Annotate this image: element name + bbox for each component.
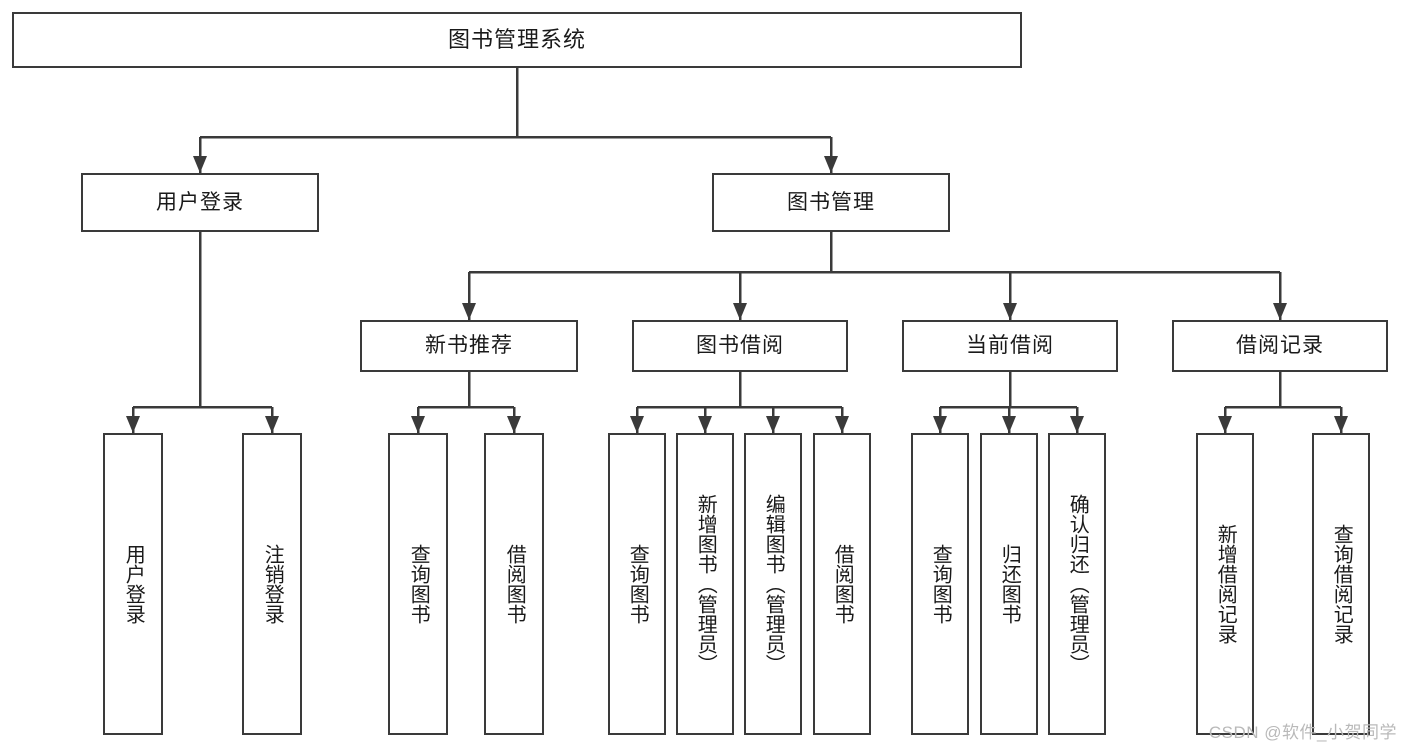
node-book-management[interactable]: 图书管理	[712, 173, 950, 232]
node-recommend-borrow-book[interactable]: 借阅图书	[484, 433, 544, 735]
node-record-add[interactable]: 新增借阅记录	[1196, 433, 1254, 735]
node-label: 借阅记录	[1236, 334, 1324, 358]
l3-1-1-arrow-3	[835, 416, 849, 433]
node-label: 用户登录	[122, 544, 145, 624]
l3-1-2-arrow-0	[933, 416, 947, 433]
l3-1-1-arrow-1	[698, 416, 712, 433]
node-label: 归还图书	[998, 544, 1021, 624]
node-borrow-borrow-book[interactable]: 借阅图书	[813, 433, 871, 735]
node-recommend-query-book[interactable]: 查询图书	[388, 433, 448, 735]
l3-1-3-arrow-0	[1218, 416, 1232, 433]
node-current-borrow[interactable]: 当前借阅	[902, 320, 1118, 372]
node-current-confirm-return[interactable]: 确认归还（管理员）	[1048, 433, 1106, 735]
node-label: 借阅图书	[831, 544, 854, 624]
node-label: 查询图书	[929, 544, 952, 624]
l3-1-1-arrow-0	[630, 416, 644, 433]
node-root[interactable]: 图书管理系统	[12, 12, 1022, 68]
node-user-login-leaf[interactable]: 用户登录	[103, 433, 163, 735]
l3-1-2-arrow-1	[1002, 416, 1016, 433]
root-arrow-1	[824, 156, 838, 173]
l2-1-arrow-0	[462, 303, 476, 320]
node-label: 查询借阅记录	[1330, 524, 1353, 644]
node-borrow-add-book[interactable]: 新增图书（管理员）	[676, 433, 734, 735]
node-label: 借阅图书	[503, 544, 526, 624]
node-label: 注销登录	[261, 544, 284, 624]
node-record-query[interactable]: 查询借阅记录	[1312, 433, 1370, 735]
node-label: 用户登录	[156, 190, 244, 214]
node-label: 当前借阅	[966, 334, 1054, 358]
root-arrow-0	[193, 156, 207, 173]
node-label: 新书推荐	[425, 334, 513, 358]
node-label: 查询图书	[626, 544, 649, 624]
l3-1-0-arrow-1	[507, 416, 521, 433]
node-label: 编辑图书（管理员）	[762, 494, 785, 674]
l3-1-0-arrow-0	[411, 416, 425, 433]
node-label: 新增借阅记录	[1214, 524, 1237, 644]
node-label: 图书管理系统	[447, 26, 586, 52]
l2-1-arrow-2	[1003, 303, 1017, 320]
node-new-book-recommend[interactable]: 新书推荐	[360, 320, 578, 372]
node-borrow-query-book[interactable]: 查询图书	[608, 433, 666, 735]
node-label: 查询图书	[407, 544, 430, 624]
node-user-login[interactable]: 用户登录	[81, 173, 319, 232]
node-label: 图书管理	[787, 190, 875, 214]
l3-1-3-arrow-1	[1334, 416, 1348, 433]
l2-0-arrow-1	[265, 416, 279, 433]
node-label: 新增图书（管理员）	[694, 494, 717, 674]
csdn-watermark: CSDN @软件_小贺同学	[1208, 723, 1397, 742]
node-borrow-record[interactable]: 借阅记录	[1172, 320, 1388, 372]
l2-1-arrow-1	[733, 303, 747, 320]
node-label: 确认归还（管理员）	[1066, 494, 1089, 674]
l3-1-2-arrow-2	[1070, 416, 1084, 433]
node-current-query-book[interactable]: 查询图书	[911, 433, 969, 735]
l2-0-arrow-0	[126, 416, 140, 433]
node-book-borrow[interactable]: 图书借阅	[632, 320, 848, 372]
node-user-logout-leaf[interactable]: 注销登录	[242, 433, 302, 735]
l2-1-arrow-3	[1273, 303, 1287, 320]
l3-1-1-arrow-2	[766, 416, 780, 433]
node-label: 图书借阅	[696, 334, 784, 358]
node-borrow-edit-book[interactable]: 编辑图书（管理员）	[744, 433, 802, 735]
node-current-return-book[interactable]: 归还图书	[980, 433, 1038, 735]
